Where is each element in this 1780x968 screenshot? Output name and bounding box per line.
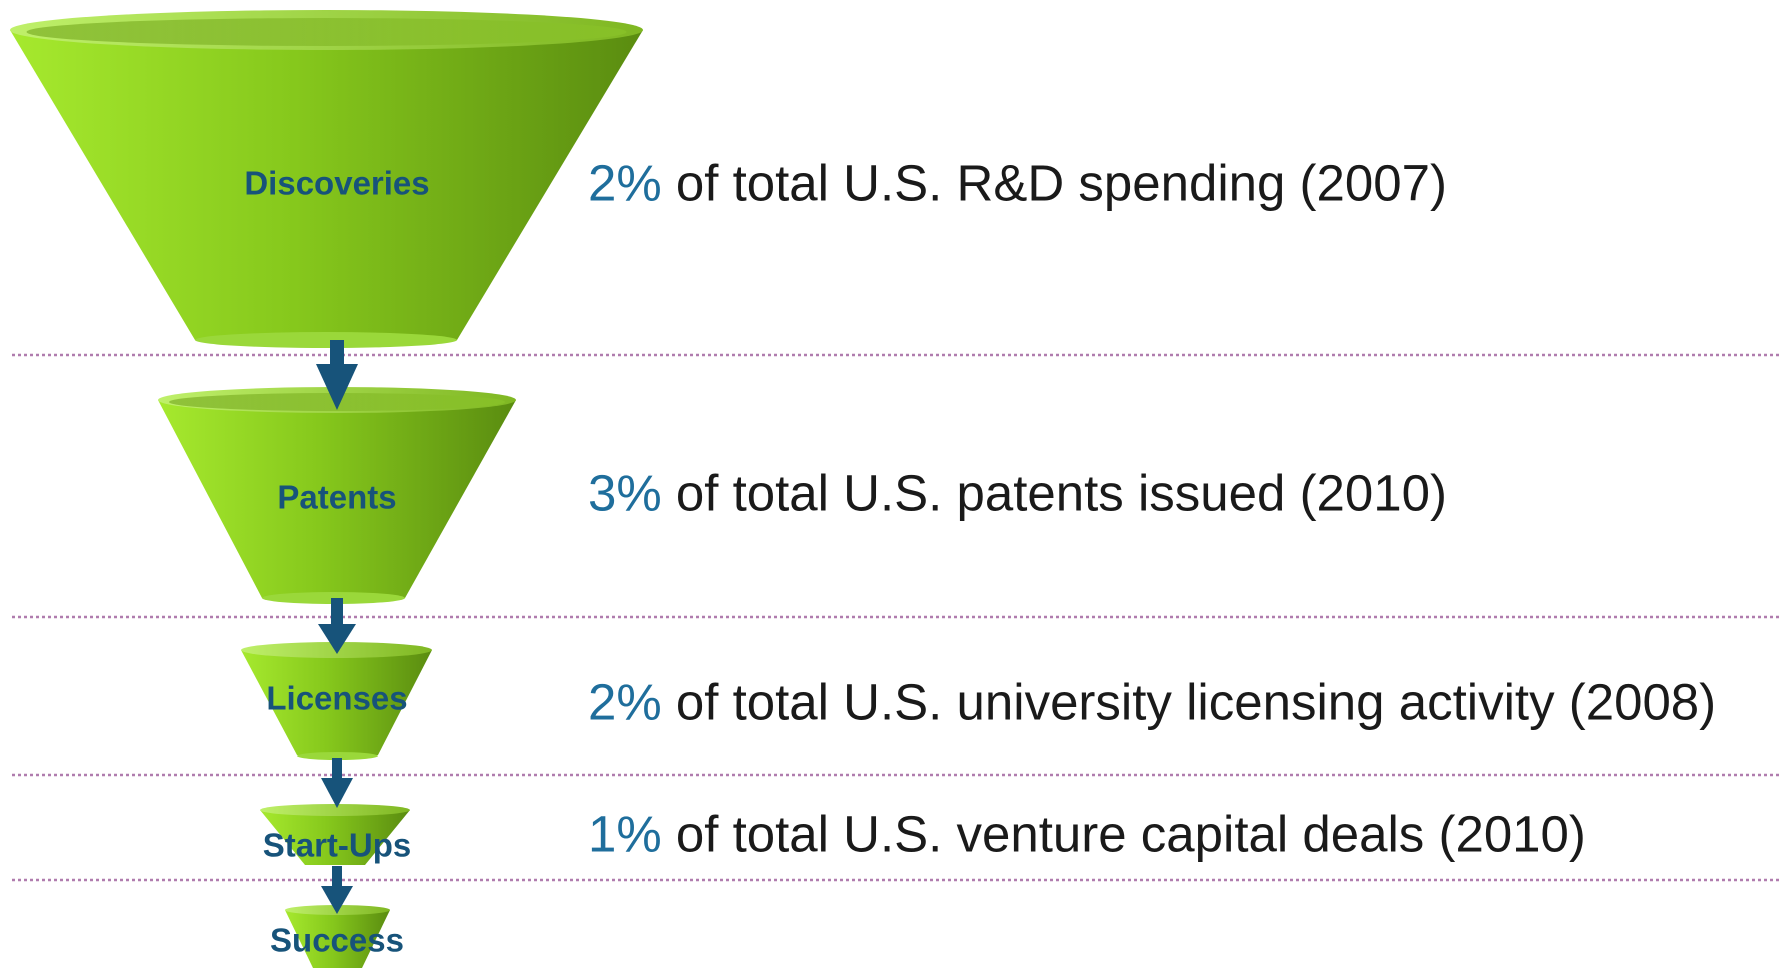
funnel-startups xyxy=(260,804,410,865)
funnel-discoveries xyxy=(10,10,643,348)
stat-discoveries: 2% of total U.S. R&D spending (2007) xyxy=(588,158,1447,209)
divider-lines xyxy=(12,353,1780,882)
stat-description: of total U.S. R&D spending (2007) xyxy=(661,154,1447,212)
stage-label-success: Success xyxy=(270,921,404,959)
stat-startups: 1% of total U.S. venture capital deals (… xyxy=(588,809,1586,860)
stat-patents: 3% of total U.S. patents issued (2010) xyxy=(588,468,1447,519)
stat-percent: 2% xyxy=(588,673,662,731)
stage-label-discoveries: Discoveries xyxy=(244,164,430,202)
arrow-down-icon xyxy=(318,598,356,654)
stat-description: of total U.S. patents issued (2010) xyxy=(661,464,1447,522)
arrow-down-icon xyxy=(316,340,358,410)
arrow-down-icon xyxy=(321,758,353,808)
stat-description: of total U.S. venture capital deals (201… xyxy=(661,805,1586,863)
stage-label-licenses: Licenses xyxy=(266,679,408,717)
stat-percent: 3% xyxy=(588,464,662,522)
stage-label-patents: Patents xyxy=(277,478,397,516)
stat-percent: 2% xyxy=(588,154,662,212)
arrow-down-icon xyxy=(321,866,353,914)
stat-description: of total U.S. university licensing activ… xyxy=(661,673,1717,731)
stat-licenses: 2% of total U.S. university licensing ac… xyxy=(588,677,1716,728)
stat-percent: 1% xyxy=(588,805,662,863)
stage-label-startups: Start-Ups xyxy=(262,826,412,864)
flow-arrows xyxy=(316,340,358,914)
